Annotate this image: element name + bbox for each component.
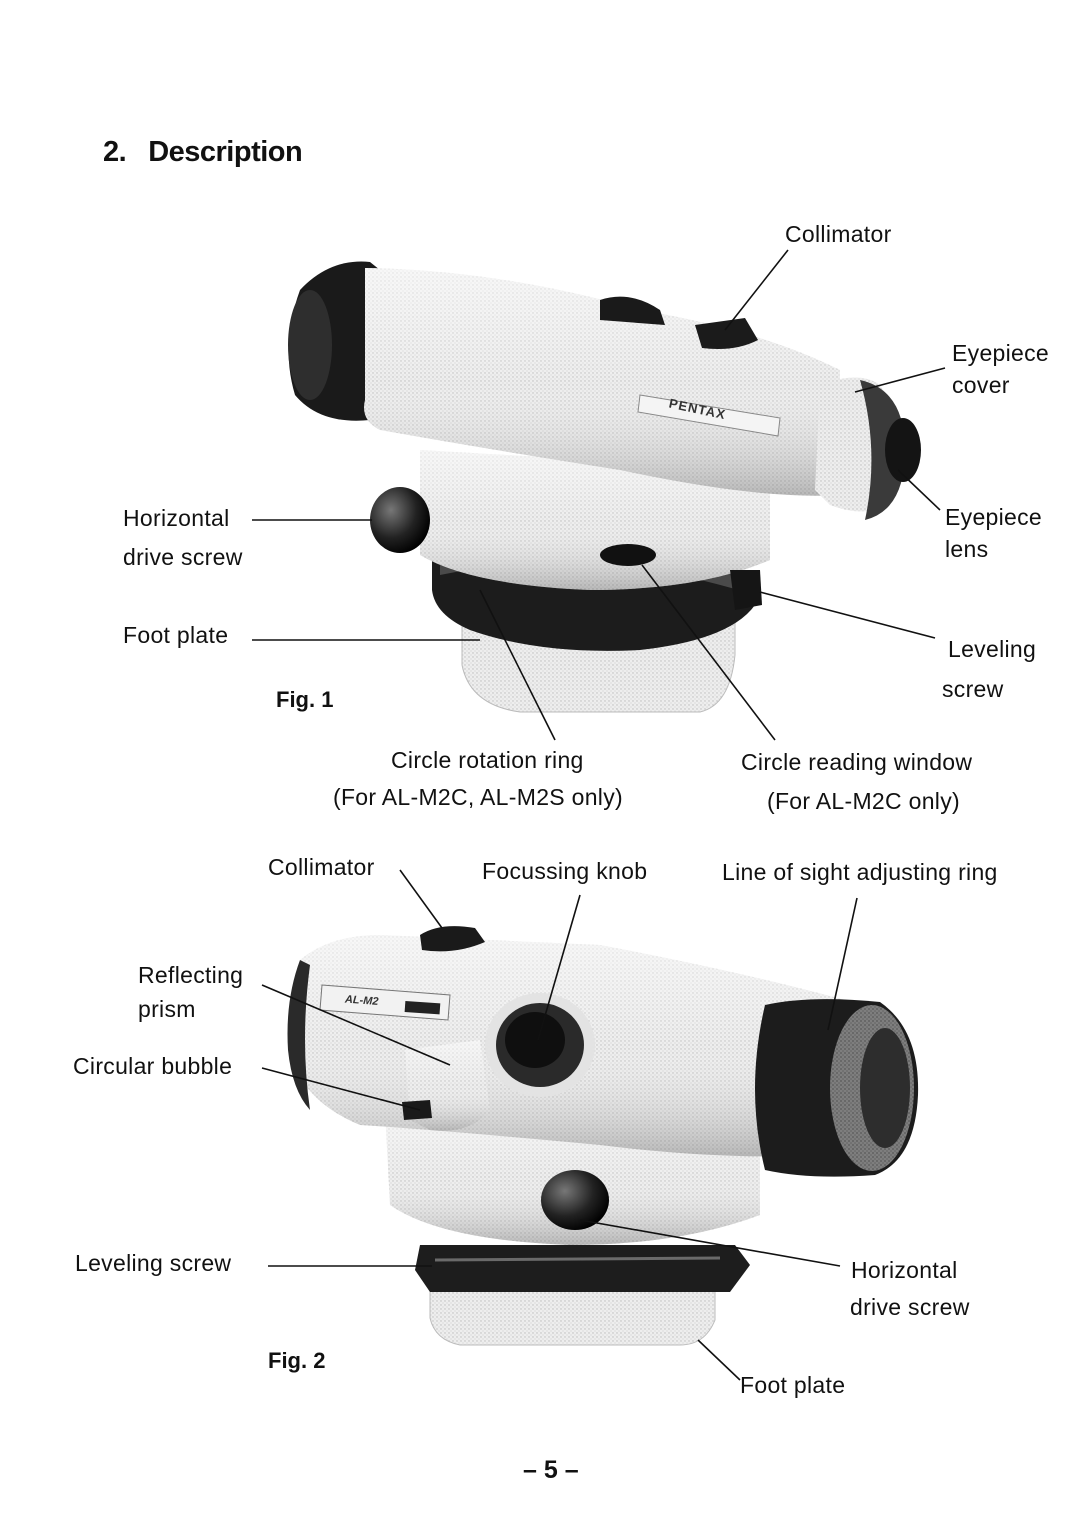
fig2-foot-plate [429, 1284, 716, 1346]
fig1-label-horizontal-drive-line2: drive screw [123, 544, 243, 570]
fig1-label-horizontal-drive-line1: Horizontal [123, 505, 230, 531]
fig2-instrument: AL-M2 [287, 926, 919, 1346]
section-heading: 2. Description [103, 136, 303, 169]
fig2-horizontal-drive-knob [541, 1170, 609, 1230]
fig1-label-foot-plate: Foot plate [123, 622, 229, 648]
fig1-collimator [695, 318, 758, 349]
fig2-label-leveling-screw: Leveling screw [75, 1250, 232, 1276]
fig1-caption: Fig. 1 [276, 687, 334, 712]
fig1-label-leveling-screw-line1: Leveling [948, 636, 1037, 662]
section-number: 2. [103, 136, 127, 168]
fig1-label-eyepiece-cover-line1: Eyepiece [952, 340, 1050, 366]
fig1-label-circle-reading-line1: Circle reading window [741, 749, 973, 775]
fig1-leader-lines [252, 249, 946, 741]
fig2-collimator [420, 926, 485, 952]
fig2-label-foot-plate: Foot plate [740, 1372, 846, 1398]
section-title: Description [148, 136, 303, 168]
fig1-label-circle-rotation-line1: Circle rotation ring [391, 747, 584, 773]
fig2-label-collimator: Collimator [268, 854, 375, 880]
fig1-label-eyepiece-cover-line2: cover [952, 372, 1010, 398]
fig1-label-circle-reading-line2: (For AL-M2C only) [767, 788, 960, 814]
fig2-label-focussing-knob: Focussing knob [482, 858, 648, 884]
fig2-model-text: AL-M2 [344, 993, 379, 1007]
fig1-label-circle-rotation-line2: (For AL-M2C, AL-M2S only) [333, 784, 623, 810]
fig2-label-horizontal-drive-line2: drive screw [850, 1294, 970, 1320]
fig1-circle-reading-window [600, 544, 656, 566]
fig1-label-collimator: Collimator [785, 221, 892, 247]
fig1-label-leveling-screw-line2: screw [942, 676, 1004, 702]
page-number: – 5 – [523, 1456, 579, 1484]
fig2-label-line-of-sight: Line of sight adjusting ring [722, 859, 998, 885]
fig2-leveling-base [415, 1245, 750, 1292]
fig1-instrument: PENTAX [288, 261, 921, 713]
fig2-leader-lines [261, 869, 858, 1381]
fig1-leveling-screw [730, 570, 762, 610]
fig2-label-reflecting-prism-line2: prism [138, 996, 196, 1022]
fig1-eyepiece-lens [885, 418, 921, 482]
fig2-label-reflecting-prism-line1: Reflecting [138, 962, 244, 988]
fig1-label-eyepiece-lens-line2: lens [945, 536, 989, 562]
fig2-label-horizontal-drive-line1: Horizontal [851, 1257, 958, 1283]
fig2-caption: Fig. 2 [268, 1348, 326, 1373]
fig1-label-eyepiece-lens-line1: Eyepiece [945, 504, 1043, 530]
fig1-horizontal-drive-knob [370, 487, 430, 553]
fig2-label-circular-bubble: Circular bubble [73, 1053, 233, 1079]
